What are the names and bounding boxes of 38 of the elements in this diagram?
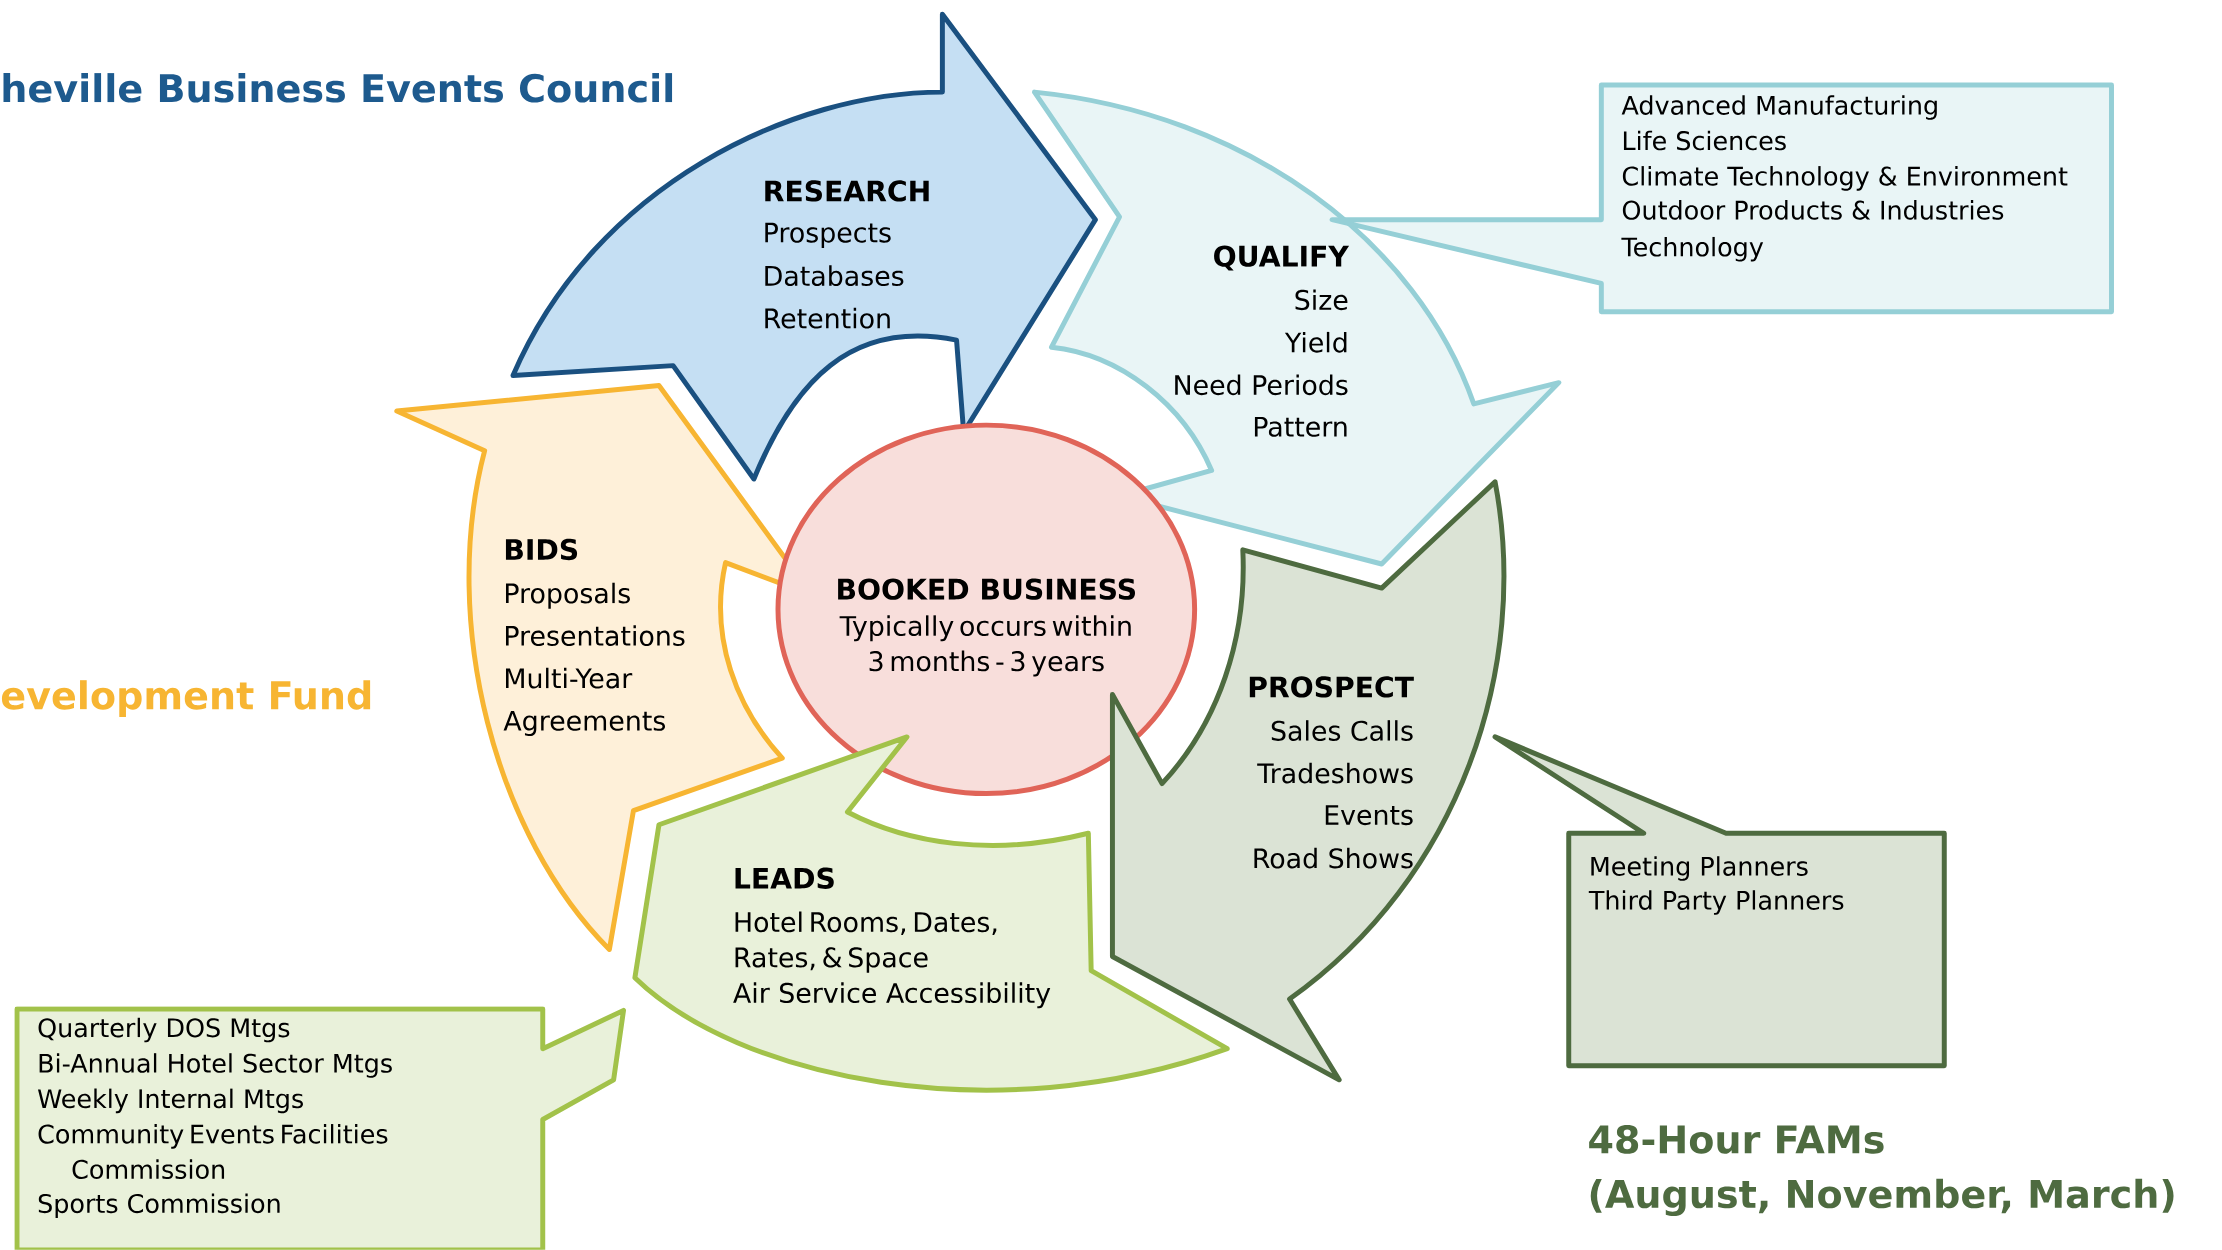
list-item: Weekly Internal Mtgs	[37, 1088, 303, 1114]
list-item: Need Periods	[1175, 374, 1348, 396]
list-item: Tradeshows	[1257, 762, 1413, 784]
list-item: Road Shows	[1254, 847, 1413, 869]
list-item: Events	[1325, 805, 1413, 826]
step-heading: BOOKED BUSINESS	[838, 578, 1135, 600]
heading-text: 48-Hour FAMs	[1589, 1125, 1884, 1154]
step-heading: PROSPECT	[1249, 676, 1414, 698]
heading-text: heville Business Events Council	[3, 73, 673, 103]
list-item: Quarterly DOS Mtgs	[38, 1017, 290, 1043]
list-item: Meeting Planners	[1591, 856, 1808, 881]
list-item: Bi-Annual Hotel Sector Mtgs	[39, 1053, 392, 1078]
list-item: Advanced Manufacturing	[1621, 95, 1937, 120]
list-item: Pattern	[1254, 417, 1347, 437]
list-item: Sales Calls	[1271, 720, 1413, 741]
list-item: Community Events Facilities Commission	[38, 1124, 388, 1180]
list-item: Presentations	[506, 625, 685, 647]
list-item: Climate Technology & Environment	[1622, 166, 2068, 191]
step-heading: LEADS	[735, 867, 834, 889]
list-item: Sports Commission	[38, 1193, 280, 1219]
list-item: Outdoor Products & Industries	[1622, 200, 2004, 220]
step-heading: BIDS	[505, 538, 578, 561]
step-heading: QUALIFY	[1214, 245, 1350, 271]
list-item: Multi-Year Agreements	[503, 667, 665, 737]
list-item: Hotel Rooms, Dates, Rates, & Space	[735, 911, 997, 973]
list-item: Size	[1295, 289, 1348, 311]
list-item: Third Party Planners	[1588, 890, 1844, 915]
list-item: Technology	[1621, 237, 1764, 262]
list-item: Databases	[765, 265, 904, 287]
list-item: Air Service Accessibility	[733, 982, 1051, 1009]
list-item: Yield	[1284, 331, 1347, 353]
heading-text: (August, November, March)	[1590, 1178, 2174, 1217]
list-item: Typically occurs within 3 months - 3 years	[839, 615, 1131, 677]
list-item: Proposals	[506, 582, 630, 609]
list-item: Prospects	[765, 222, 891, 248]
list-item: Retention	[765, 307, 890, 329]
step-heading: RESEARCH	[765, 180, 929, 202]
list-item: Life Sciences	[1623, 130, 1786, 151]
